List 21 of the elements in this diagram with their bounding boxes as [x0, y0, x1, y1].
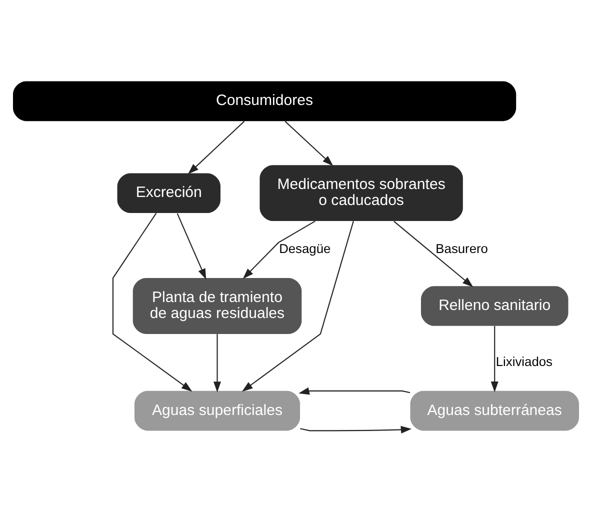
arrow: [176, 212, 206, 279]
node-box: Planta de tramiento de aguas residuales: [132, 278, 302, 334]
arrow: [242, 220, 316, 278]
arrow: [188, 120, 245, 174]
arrow: [213, 334, 222, 392]
arrow: [242, 220, 354, 392]
node-box: Relleno sanitario: [420, 286, 568, 326]
node-box: Excreción: [117, 172, 220, 212]
arrow: [300, 425, 412, 433]
node-box: Consumidores: [12, 80, 516, 121]
arrow: [112, 212, 192, 392]
arrow: [490, 325, 498, 392]
arrow: [394, 220, 474, 287]
edge-label: Lixiviados: [496, 353, 552, 368]
edge-label: Desagüe: [279, 240, 331, 256]
edge-label: Basurero: [436, 240, 488, 256]
arrow: [298, 386, 410, 394]
arrow: [284, 120, 334, 166]
node-box: Medicamentos sobrantes o caducados: [260, 164, 463, 221]
node-box: Aguas superficiales: [134, 390, 300, 430]
node-box: Aguas subterráneas: [410, 390, 580, 430]
